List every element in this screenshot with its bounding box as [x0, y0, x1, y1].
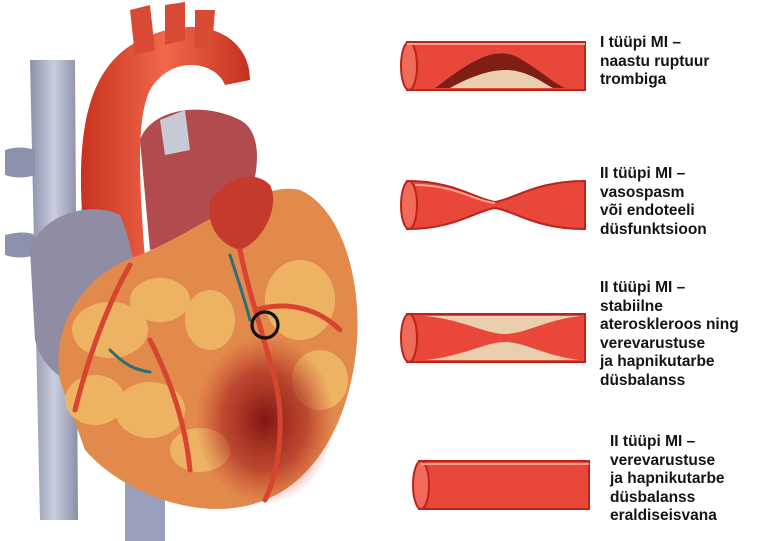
caption-type2-supply-demand: II tüüpi MI – verevarustuse ja hapnikuta… [610, 433, 725, 526]
vessel-plaque-rupture [395, 36, 595, 96]
caption-type2-vasospasm: II tüüpi MI – vasospasm või endoteeli dü… [600, 165, 707, 239]
vein-branch [5, 148, 35, 178]
caption-type2-stable-atherosclerosis: II tüüpi MI – stabiilne ateroskleroos ni… [600, 279, 739, 390]
caption-type1-plaque-rupture: I tüüpi MI – naastu ruptuur trombiga [600, 34, 709, 90]
vessel-normal [395, 455, 595, 515]
vessel-stable-atherosclerosis [395, 308, 595, 368]
heart-illustration [0, 0, 390, 541]
infarct-zone [195, 335, 335, 505]
aortic-branch [165, 2, 185, 45]
vessel-vasospasm [395, 175, 595, 235]
aortic-branch [195, 10, 215, 48]
